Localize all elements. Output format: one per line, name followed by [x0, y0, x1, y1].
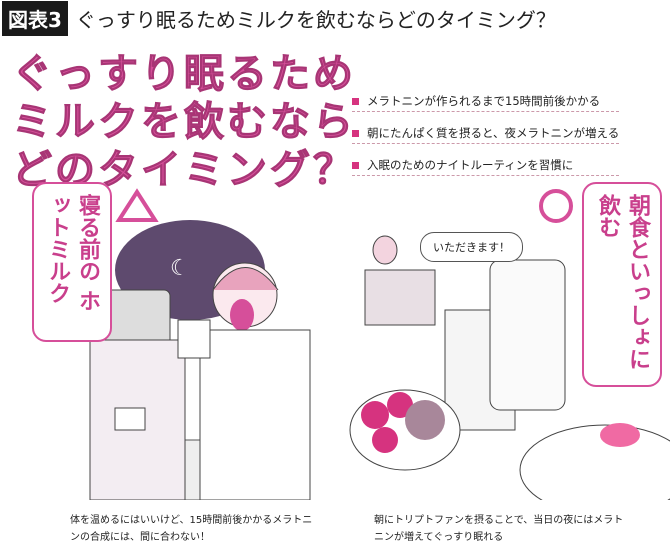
bullet-list: メラトニンが作られるまで15時間前後かかる 朝にたんぱく質を摂ると、夜メラトニン… [352, 93, 620, 189]
circle-mark-icon [539, 189, 573, 223]
bullet-icon [352, 161, 359, 169]
bullet-text: メラトニンが作られるまで15時間前後かかる [367, 94, 601, 108]
headline-line: ミルクを飲むなら [12, 99, 356, 146]
bullet-item: メラトニンが作られるまで15時間前後かかる [352, 93, 620, 112]
bullet-icon [352, 129, 359, 137]
itadakimasu-speech: いただきます！ [420, 232, 523, 262]
right-caption: 朝にトリプトファンを摂ることで、当日の夜にはメラトニンが増えてぐっすり眠れる [374, 515, 624, 543]
header-title: ぐっすり眠るためミルクを飲むならどのタイミング？ [75, 7, 556, 32]
svg-text:☾: ☾ [170, 256, 190, 281]
bullet-item: 入眠のためのナイトルーティンを習慣に [352, 157, 620, 176]
left-caption: 体を温めるにはいいけど、15時間前後かかるメラトニンの合成には、間に合わない！ [70, 515, 313, 543]
header: 図表3 ぐっすり眠るためミルクを飲むならどのタイミング？ [0, 0, 556, 36]
breakfast-illustration [349, 235, 670, 500]
bullet-text: 入眠のためのナイトルーティンを習慣に [367, 158, 574, 172]
headline: ぐっすり眠るため ミルクを飲むなら どのタイミング？ [12, 50, 356, 194]
bullet-icon [352, 97, 359, 105]
night-milk-illustration: ☾ [89, 220, 311, 500]
headline-line: ぐっすり眠るため [12, 51, 356, 98]
right-speech-bubble: 朝食といっしょに 飲む [582, 182, 662, 387]
figure-badge: 図表3 [2, 0, 68, 36]
bullet-text: 朝にたんぱく質を摂ると、夜メラトニンが増える [367, 126, 620, 140]
triangle-mark-icon [115, 188, 159, 222]
left-speech-bubble: 寝る前の ホットミルク [32, 182, 112, 342]
bullet-item: 朝にたんぱく質を摂ると、夜メラトニンが増える [352, 125, 620, 144]
